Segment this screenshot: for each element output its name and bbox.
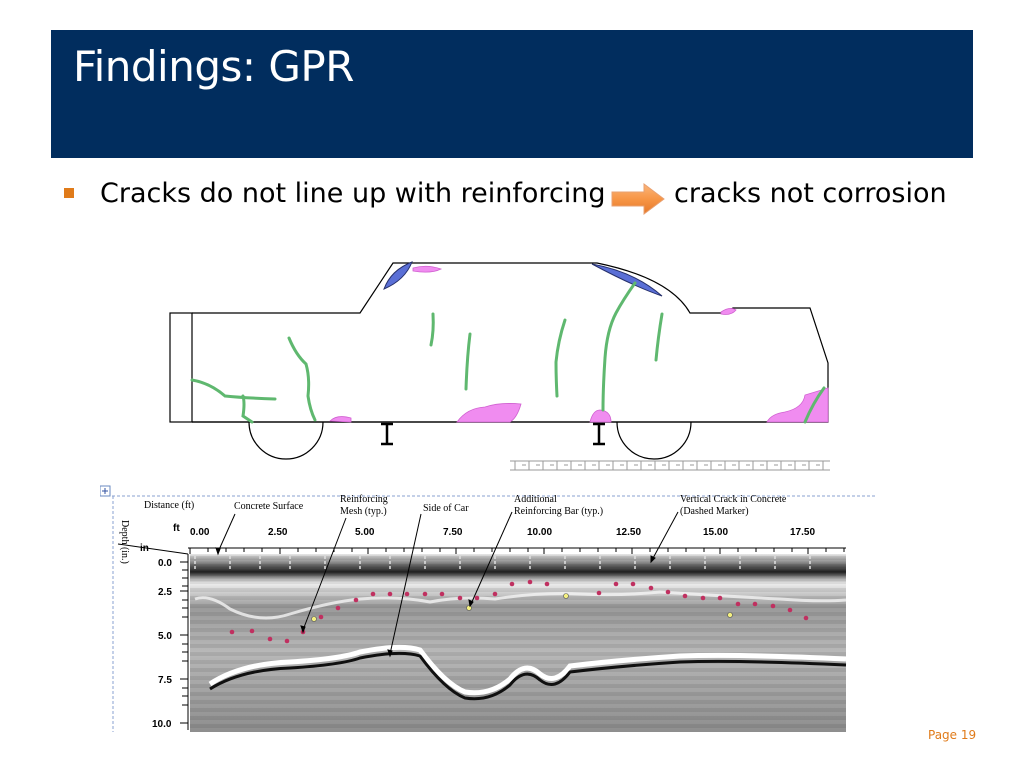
distance-label: Distance (ft) bbox=[144, 500, 194, 511]
in-unit-label: in bbox=[140, 543, 149, 554]
x-tick-label: 0.00 bbox=[190, 527, 210, 538]
support-markers bbox=[381, 422, 605, 446]
slide-title: Findings: GPR bbox=[73, 42, 354, 91]
blue-marks bbox=[383, 261, 663, 297]
x-tick-label: 17.50 bbox=[790, 527, 815, 538]
x-tick-label: 15.00 bbox=[703, 527, 728, 538]
annotation-leaders bbox=[215, 511, 679, 658]
gpr-radargram-panel: 0.00 2.50 5.00 7.50 10.00 12.50 15.00 17… bbox=[100, 485, 875, 732]
annotation-labels: Distance (ft) Concrete Surface Reinforci… bbox=[144, 494, 787, 517]
y-tick-labels: 0.0 2.5 5.0 7.5 10.0 bbox=[152, 558, 172, 730]
y-tick-label: 2.5 bbox=[158, 587, 172, 598]
y-tick-label: 7.5 bbox=[158, 675, 172, 686]
additional-rebar-markers bbox=[311, 593, 733, 622]
x-tick-label: 5.00 bbox=[355, 527, 375, 538]
y-tick-label: 0.0 bbox=[158, 558, 172, 569]
reinforcing-mesh-label-2: Mesh (typ.) bbox=[340, 506, 387, 517]
right-arrow-icon bbox=[611, 183, 665, 215]
side-of-car-label: Side of Car bbox=[423, 503, 469, 514]
depth-axis-label: Depth (in.) bbox=[119, 520, 130, 564]
ft-unit-label: ft bbox=[173, 523, 180, 534]
x-tick-labels: 0.00 2.50 5.00 7.50 10.00 12.50 15.00 17… bbox=[190, 527, 815, 538]
reinforcing-mesh-label: Reinforcing bbox=[340, 494, 388, 505]
corrosion-areas bbox=[329, 265, 829, 423]
additional-bar-label: Additional bbox=[514, 494, 557, 505]
rebar-markers bbox=[229, 579, 809, 644]
bullet-square-icon bbox=[64, 188, 74, 198]
x-tick-label: 10.00 bbox=[527, 527, 552, 538]
vertical-crack-label: Vertical Crack in Concrete bbox=[680, 494, 787, 505]
radargram-image bbox=[190, 554, 847, 732]
y-tick-label: 5.0 bbox=[158, 631, 172, 642]
bullet-text-conclusion: cracks not corrosion bbox=[674, 178, 947, 209]
x-tick-label: 2.50 bbox=[268, 527, 288, 538]
bullet-text-cause: Cracks do not line up with reinforcing bbox=[100, 178, 606, 209]
title-bar: Findings: GPR bbox=[51, 30, 973, 158]
car-body-outline bbox=[169, 262, 829, 460]
x-tick-label: 12.50 bbox=[616, 527, 641, 538]
x-tick-label: 7.50 bbox=[443, 527, 463, 538]
crack-lines bbox=[190, 281, 826, 424]
additional-bar-label-2: Reinforcing Bar (typ.) bbox=[514, 506, 603, 517]
car-crack-diagram bbox=[169, 261, 830, 471]
concrete-surface-label: Concrete Surface bbox=[234, 501, 304, 512]
vertical-crack-label-2: (Dashed Marker) bbox=[680, 506, 749, 517]
axis-lines bbox=[117, 543, 846, 730]
y-tick-label: 10.0 bbox=[152, 719, 172, 730]
page-number: Page 19 bbox=[928, 728, 977, 742]
bullet-item: Cracks do not line up with reinforcing c… bbox=[64, 178, 964, 218]
ground-hatch bbox=[510, 460, 830, 471]
